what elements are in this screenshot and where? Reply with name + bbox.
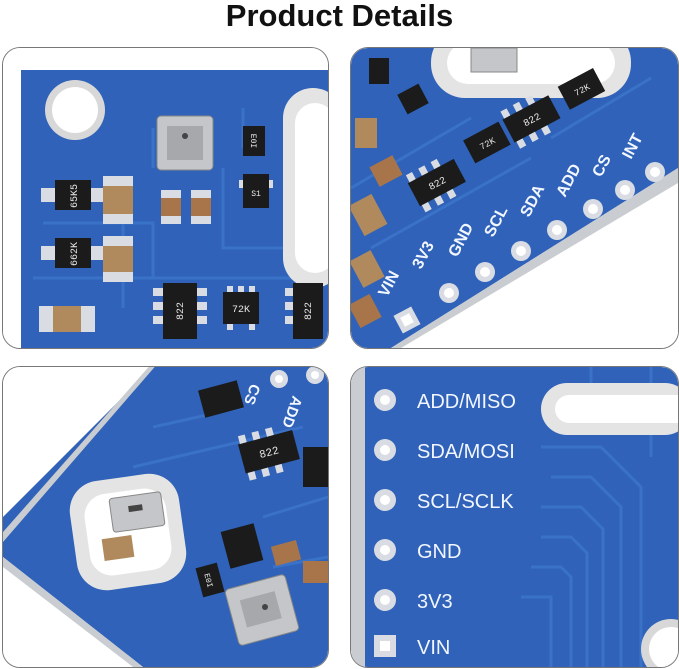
sot-chip-top <box>198 380 244 418</box>
pin-label-sda-mosi: SDA/MOSI <box>417 441 515 463</box>
regulator-chip <box>220 523 264 569</box>
pin-label-vin: VIN <box>417 637 450 659</box>
chip-label-822-b: 822 <box>304 302 315 320</box>
page-title: Product Details <box>225 0 454 33</box>
photo-pin-header: 822 72K 822 72K VIN 3V3 <box>350 47 679 349</box>
pressure-sensor-chip <box>224 574 300 646</box>
resistor-array-b: 822 <box>285 283 323 339</box>
resistor-array-a: 822 <box>405 158 466 213</box>
chip-label-822: 822 <box>258 445 280 462</box>
board-edge <box>391 168 678 348</box>
pin-label-cs: CS <box>240 382 263 407</box>
resistor-65k5: 65K5 <box>41 180 105 210</box>
chip-label-e0i: E0I <box>201 573 213 589</box>
chip-label-662k: 662K <box>70 242 81 266</box>
resistor-array-a: 822 <box>153 283 207 339</box>
photo-angled-board: 822 E0I CS ADD <box>2 366 329 668</box>
chip-label-65k5: 65K5 <box>70 184 81 208</box>
pin-label-scl-sclk: SCL/SCLK <box>417 491 514 513</box>
sot-chip-b: 72K <box>557 68 606 110</box>
pin-pads <box>393 162 665 334</box>
sensor-chip-small <box>108 491 166 533</box>
pin-pads <box>374 389 396 657</box>
sot-chip-a: 72K <box>463 121 511 164</box>
sot-chip-72k: 72K <box>223 286 259 330</box>
components <box>351 58 429 329</box>
pin-label-3v3: 3V3 <box>417 591 453 613</box>
pin-label-add-miso: ADD/MISO <box>417 391 516 413</box>
board-edge <box>351 367 365 667</box>
regulator-chip: S1 <box>239 174 273 208</box>
board-edge <box>3 367 155 542</box>
chip-label-e0i: E0I <box>248 134 257 148</box>
pressure-sensor-chip <box>156 115 214 171</box>
pin-label-gnd: GND <box>417 541 461 563</box>
resistor-array: 822 <box>237 427 300 481</box>
capacitors <box>39 176 211 332</box>
photo-sensor-closeup: 65K5 662K E0I S1 822 <box>2 47 329 349</box>
chip-e0i: E0I <box>243 126 265 156</box>
photo-spi-pin-header: ADD/MISO SDA/MOSI SCL/SCLK GND 3V3 VIN <box>350 366 679 668</box>
chip-label-822-a: 822 <box>176 302 187 320</box>
chip-e0i: E0I <box>195 562 225 598</box>
chip-label-s1: S1 <box>251 190 261 199</box>
chip-label-72k: 72K <box>232 305 250 316</box>
resistor-662k: 662K <box>41 238 105 268</box>
pcb-board <box>351 48 678 348</box>
resistor-array-b: 822 <box>500 95 561 149</box>
